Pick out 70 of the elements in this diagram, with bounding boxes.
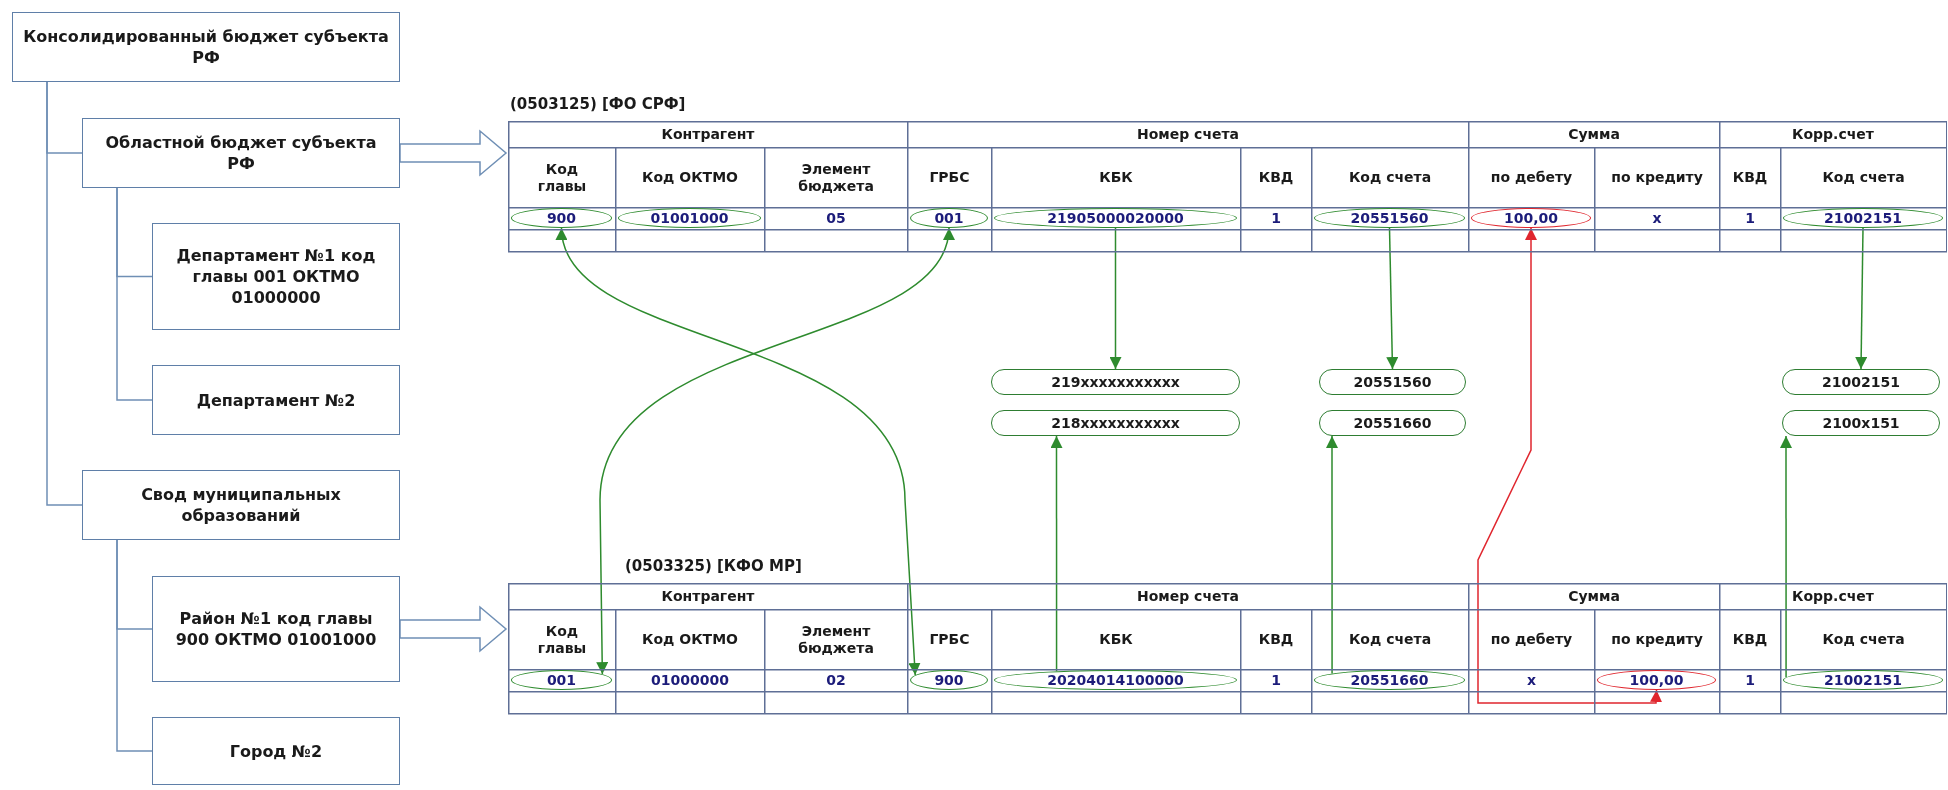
arrow xyxy=(596,227,952,675)
column-header: Код главы xyxy=(536,160,588,195)
data-table xyxy=(508,95,1947,253)
table-value: 1 xyxy=(1271,672,1281,689)
column-header: КБК xyxy=(1099,631,1133,648)
column-header: КВД xyxy=(1258,631,1294,648)
table-title: (0503325) [КФО МР] xyxy=(625,557,802,575)
group-header: Номер счета xyxy=(1136,126,1240,143)
table-value: 02 xyxy=(826,672,846,689)
org-unit-box: Департамент №1 код главы 001 ОКТМО 01000000 xyxy=(152,223,400,330)
column-header: Код счета xyxy=(1348,169,1432,186)
column-header: Код главы xyxy=(536,622,588,657)
connector-line xyxy=(116,539,153,752)
column-header: по дебету xyxy=(1490,631,1573,648)
table-title: (0503125) [ФО СРФ] xyxy=(510,95,686,113)
group-header: Номер счета xyxy=(1136,588,1240,605)
org-unit-box: Город №2 xyxy=(152,717,400,785)
column-header: КВД xyxy=(1732,169,1768,186)
table-value: x xyxy=(1652,210,1662,227)
arrow xyxy=(1386,227,1399,370)
code-pill: 20551560 xyxy=(1319,369,1466,395)
table-value: 1 xyxy=(1745,672,1755,689)
table-value: 1 xyxy=(1271,210,1281,227)
block-arrow xyxy=(399,129,508,177)
arrow xyxy=(558,227,921,676)
group-header: Контрагент xyxy=(661,126,755,143)
column-header: ГРБС xyxy=(929,631,970,648)
table-value: 05 xyxy=(826,210,846,227)
code-pill: 20551660 xyxy=(1319,410,1466,436)
table-value: x xyxy=(1527,672,1536,689)
org-unit-box: Свод муниципальных образований xyxy=(82,470,400,540)
column-header: Код ОКТМО xyxy=(642,631,738,648)
group-header: Сумма xyxy=(1568,588,1620,605)
column-header: КВД xyxy=(1732,631,1768,648)
org-unit-box: Областной бюджет субъекта РФ xyxy=(82,118,400,188)
arrow xyxy=(1855,227,1868,370)
arrow xyxy=(1050,435,1063,672)
code-pill: 219xxxxxxxxxxx xyxy=(991,369,1240,395)
column-header: КБК xyxy=(1099,169,1133,186)
column-header: по дебету xyxy=(1490,169,1573,186)
org-unit-box: Район №1 код главы 900 ОКТМО 01001000 xyxy=(152,576,400,682)
connector-line xyxy=(116,187,153,401)
org-unit-box: Консолидированный бюджет субъекта РФ xyxy=(12,12,400,82)
column-header: Элемент бюджета xyxy=(797,622,875,657)
block-arrow xyxy=(399,605,508,653)
table-value: 1 xyxy=(1745,210,1755,227)
column-header: по кредиту xyxy=(1611,631,1703,648)
arrow xyxy=(1109,227,1122,370)
group-header: Корр.счет xyxy=(1792,126,1874,143)
connector-line xyxy=(46,81,83,506)
arrow xyxy=(1326,435,1338,675)
column-header: КВД xyxy=(1258,169,1294,186)
column-header: Код счета xyxy=(1348,631,1432,648)
column-header: Элемент бюджета xyxy=(797,160,875,195)
group-header: Сумма xyxy=(1568,126,1620,143)
data-table xyxy=(508,557,1947,715)
column-header: ГРБС xyxy=(929,169,970,186)
column-header: Код ОКТМО xyxy=(642,169,738,186)
arrow xyxy=(1477,227,1663,704)
org-unit-box: Департамент №2 xyxy=(152,365,400,435)
group-header: Контрагент xyxy=(661,588,755,605)
code-pill: 2100x151 xyxy=(1782,410,1940,436)
group-header: Корр.счет xyxy=(1792,588,1874,605)
code-pill: 21002151 xyxy=(1782,369,1940,395)
column-header: по кредиту xyxy=(1611,169,1703,186)
arrow xyxy=(1780,435,1792,678)
column-header: Код счета xyxy=(1822,169,1905,186)
column-header: Код счета xyxy=(1822,631,1905,648)
code-pill: 218xxxxxxxxxxx xyxy=(991,410,1240,436)
table-value: 01000000 xyxy=(651,672,729,689)
